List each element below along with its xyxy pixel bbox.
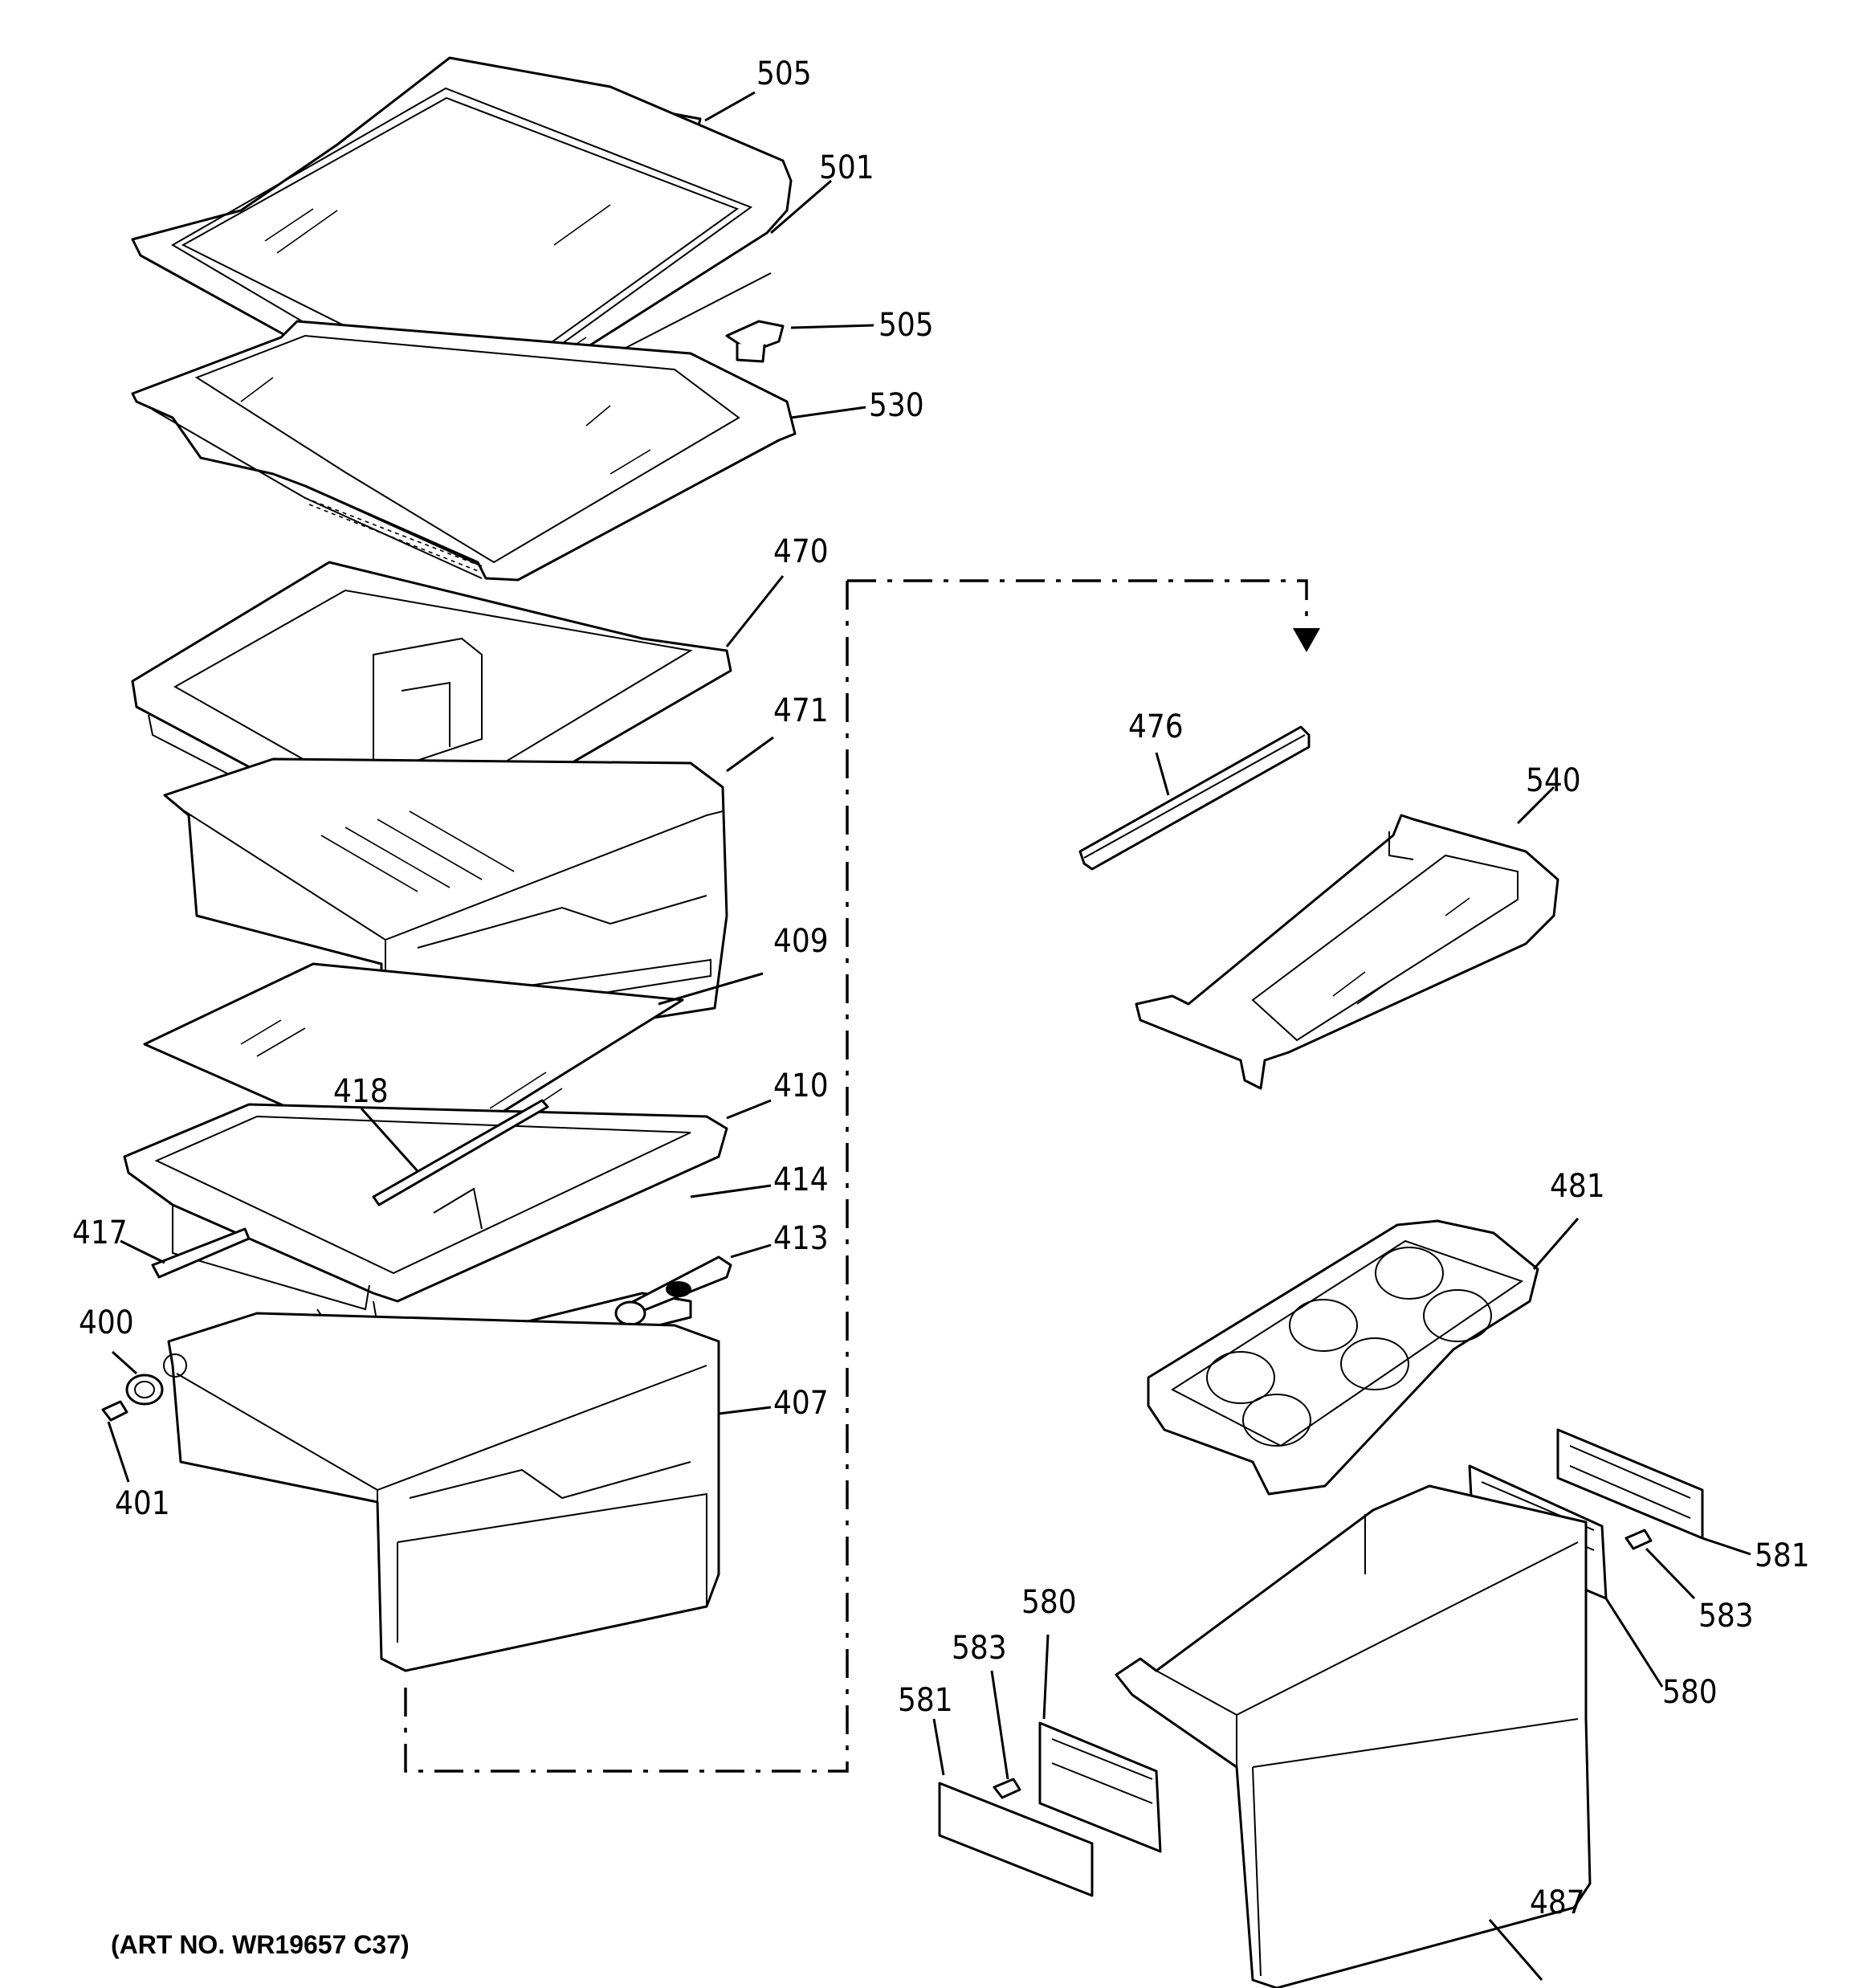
callout-labels: 505 501 505 530 470 471 409 418 410 414 … — [72, 55, 1810, 1921]
part-400-knob[interactable] — [125, 1374, 164, 1406]
part-481-egg-tray[interactable] — [1147, 1219, 1539, 1496]
callout-540: 540 — [1526, 762, 1581, 799]
callout-407: 407 — [773, 1385, 829, 1422]
part-530-shelf-frame[interactable] — [131, 320, 797, 582]
callout-583-left: 583 — [952, 1630, 1007, 1667]
part-487-drawer[interactable] — [1115, 1484, 1592, 1988]
callout-417: 417 — [72, 1214, 128, 1251]
part-476-rail[interactable] — [1078, 725, 1311, 871]
egg-cup-group — [1206, 1247, 1492, 1447]
art-number-label: (ART NO. WR19657 C37) — [111, 1930, 410, 1959]
part-418-rod[interactable] — [372, 1099, 549, 1206]
callout-409: 409 — [773, 923, 829, 960]
callout-470: 470 — [773, 533, 829, 570]
part-581-bracket-left[interactable] — [938, 1782, 1094, 1897]
callout-583-right: 583 — [1698, 1598, 1754, 1635]
leader-lines — [107, 91, 1751, 1981]
callout-580-left: 580 — [1021, 1584, 1077, 1621]
callout-505-second: 505 — [879, 307, 934, 344]
callout-400: 400 — [79, 1304, 134, 1341]
callout-505-top: 505 — [756, 55, 812, 92]
part-583-screw-left[interactable] — [993, 1778, 1021, 1799]
callout-476: 476 — [1128, 708, 1184, 745]
part-417-rod[interactable] — [151, 1227, 251, 1279]
callout-418: 418 — [333, 1073, 389, 1110]
callout-414: 414 — [773, 1161, 829, 1198]
callout-410: 410 — [773, 1067, 829, 1104]
callout-581-left: 581 — [898, 1682, 953, 1719]
callout-530: 530 — [869, 387, 924, 424]
callout-481: 481 — [1550, 1168, 1605, 1205]
callout-471: 471 — [773, 692, 829, 729]
callout-581-right: 581 — [1755, 1537, 1810, 1574]
part-505-clip-second[interactable] — [725, 320, 785, 363]
callout-401: 401 — [115, 1485, 170, 1522]
part-413-handle[interactable] — [614, 1255, 732, 1326]
part-410-frame[interactable] — [123, 1103, 728, 1335]
part-401-screw[interactable] — [101, 1400, 128, 1422]
callout-413: 413 — [773, 1220, 829, 1257]
part-540-shelf[interactable] — [1135, 814, 1559, 1090]
dash-dot-connector — [404, 579, 1320, 1773]
callout-487: 487 — [1530, 1884, 1585, 1921]
callout-501: 501 — [819, 149, 874, 186]
part-580-slide-left[interactable] — [1038, 1721, 1162, 1853]
callout-580-right: 580 — [1662, 1674, 1718, 1711]
part-407-pan[interactable] — [163, 1312, 720, 1672]
arrow-down-icon — [1293, 628, 1320, 652]
part-583-screw-right[interactable] — [1625, 1529, 1653, 1550]
